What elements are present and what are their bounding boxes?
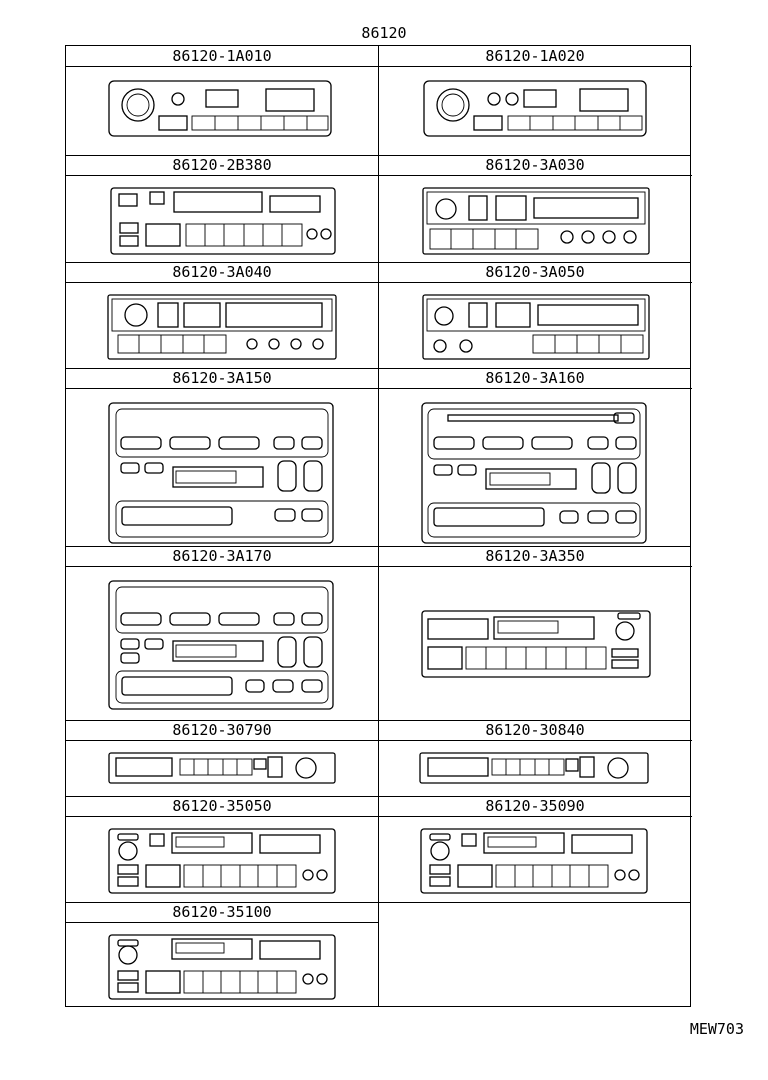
radio-unit-drawing (108, 80, 332, 137)
part-number-label: 86120-30840 (378, 720, 692, 741)
part-number-label: 86120-3A150 (66, 368, 378, 389)
column-divider (378, 46, 379, 1006)
radio-unit-drawing (421, 610, 651, 678)
radio-unit-drawing (419, 752, 649, 784)
part-number-label: 86120-2B380 (66, 155, 378, 176)
empty-cell (378, 902, 692, 1008)
part-cell-86120-3A040[interactable]: 86120-3A040 (66, 262, 378, 368)
radio-unit-drawing (107, 294, 337, 360)
radio-unit-drawing (420, 828, 648, 894)
part-number-label: 86120-35090 (378, 796, 692, 817)
part-cell-86120-3A170[interactable]: 86120-3A170 (66, 546, 378, 720)
part-cell-86120-3A050[interactable]: 86120-3A050 (378, 262, 692, 368)
parts-grid: 86120-1A010 86120-1A020 (65, 45, 692, 1008)
part-number-label: 86120-3A040 (66, 262, 378, 283)
part-number-label: 86120-30790 (66, 720, 378, 741)
assembly-number: 86120 (361, 24, 407, 42)
radio-unit-drawing (108, 934, 336, 1000)
part-number-label: 86120-3A030 (378, 155, 692, 176)
radio-unit-drawing (108, 828, 336, 894)
radio-unit-drawing (108, 580, 334, 710)
part-cell-86120-2B380[interactable]: 86120-2B380 (66, 155, 378, 262)
radio-unit-drawing (422, 294, 650, 360)
part-cell-86120-3A350[interactable]: 86120-3A350 (378, 546, 692, 720)
radio-unit-drawing (108, 752, 336, 784)
part-cell-86120-3A030[interactable]: 86120-3A030 (378, 155, 692, 262)
radio-unit-drawing (423, 80, 647, 137)
part-cell-86120-35100[interactable]: 86120-35100 (66, 902, 378, 1008)
radio-unit-drawing (421, 402, 647, 544)
drawing-code: MEW703 (689, 1020, 744, 1038)
part-cell-86120-1A010[interactable]: 86120-1A010 (66, 46, 378, 155)
part-cell-86120-3A160[interactable]: 86120-3A160 (378, 368, 692, 546)
radio-unit-drawing (110, 187, 336, 255)
radio-unit-drawing (422, 187, 650, 255)
part-cell-86120-3A150[interactable]: 86120-3A150 (66, 368, 378, 546)
part-cell-86120-1A020[interactable]: 86120-1A020 (378, 46, 692, 155)
part-number-label: 86120-3A160 (378, 368, 692, 389)
part-number-label: 86120-1A010 (66, 46, 378, 67)
part-cell-86120-35090[interactable]: 86120-35090 (378, 796, 692, 902)
part-number-label: 86120-3A350 (378, 546, 692, 567)
part-cell-86120-30790[interactable]: 86120-30790 (66, 720, 378, 796)
part-number-label: 86120-3A050 (378, 262, 692, 283)
part-number-label: 86120-35100 (66, 902, 378, 923)
part-number-label: 86120-1A020 (378, 46, 692, 67)
part-number-label: 86120-35050 (66, 796, 378, 817)
part-cell-86120-30840[interactable]: 86120-30840 (378, 720, 692, 796)
part-cell-86120-35050[interactable]: 86120-35050 (66, 796, 378, 902)
radio-unit-drawing (108, 402, 334, 544)
part-number-label: 86120-3A170 (66, 546, 378, 567)
